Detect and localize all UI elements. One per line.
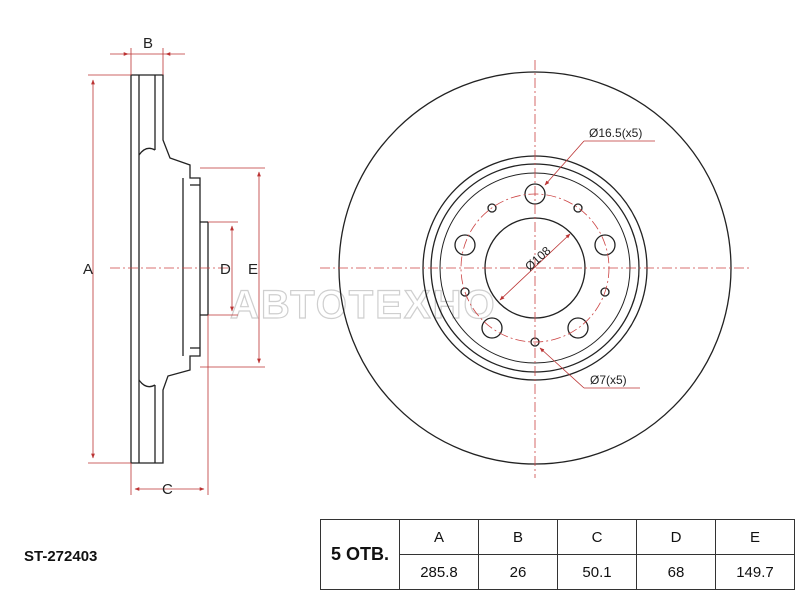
bolt-hole: [481, 317, 503, 339]
small-hole: [573, 203, 583, 213]
table-value-row: 285.8 26 50.1 68 149.7: [321, 554, 795, 590]
bolt-hole: [567, 317, 589, 339]
front-centerlines: [320, 60, 750, 478]
small-hole: [460, 287, 470, 297]
header-cell-a: A: [399, 519, 479, 555]
value-cell-b: 26: [478, 554, 558, 590]
label-c: C: [162, 481, 173, 498]
small-hole: [487, 203, 497, 213]
label-a: A: [83, 261, 93, 278]
value-cell-e: 149.7: [715, 554, 795, 590]
label-b: B: [143, 35, 153, 52]
value-cell-a: 285.8: [399, 554, 479, 590]
bolt-hole: [454, 234, 476, 256]
small-hole: [600, 287, 610, 297]
header-cell-e: E: [715, 519, 795, 555]
header-cell-c: C: [557, 519, 637, 555]
header-cell-d: D: [636, 519, 716, 555]
header-cell-b: B: [478, 519, 558, 555]
small-hole-annotation: Ø7(x5): [590, 373, 627, 387]
label-e: E: [248, 261, 258, 278]
watermark-text: АВТОТЕХНО: [230, 283, 497, 327]
label-d: D: [220, 261, 231, 278]
value-cell-d: 68: [636, 554, 716, 590]
side-dimensions: [88, 48, 265, 495]
value-cell-c: 50.1: [557, 554, 637, 590]
bolt-hole: [594, 234, 616, 256]
holes-count-cell: 5 ОТВ.: [320, 519, 400, 590]
side-view: [130, 74, 209, 464]
pcd-annotation: Ø108: [522, 243, 553, 273]
bolt-hole-annotation: Ø16.5(x5): [589, 126, 642, 140]
table-header-row: 5 ОТВ. A B C D E: [320, 519, 795, 590]
part-number: ST-272403: [24, 548, 98, 565]
front-annotations: [499, 140, 655, 389]
dimensions-table: 5 ОТВ. A B C D E 285.8 26 50.1 68 149.7: [320, 519, 795, 590]
